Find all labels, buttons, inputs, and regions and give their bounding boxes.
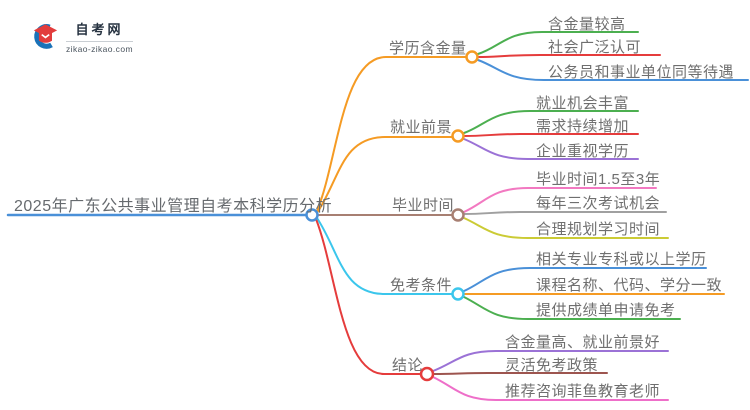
site-logo[interactable]: 自考网 zikao-zikao.com [31,19,133,54]
branch-line [316,217,453,295]
child-line [477,59,749,81]
child-label: 含金量高、就业前景好 [505,334,661,351]
child-line [463,267,707,292]
branch-node-circle [465,50,479,64]
child-line [477,54,661,58]
branch-label: 免考条件 [390,277,453,294]
child-label: 企业重视学历 [536,143,630,160]
child-line [463,296,681,320]
branch-line [315,218,422,375]
child-label: 社会广泛认可 [548,39,642,56]
branch-line [316,56,467,212]
child-label: 需求持续增加 [536,118,630,135]
site-name: 自考网 [75,22,124,37]
child-line [463,138,639,160]
branch-node-circle [451,129,465,143]
child-label: 相关专业专科或以上学历 [536,251,707,268]
child-label: 推荐咨询菲鱼教育老师 [505,383,661,400]
child-line [463,110,639,134]
child-label: 公务员和事业单位同等待遇 [548,64,735,81]
child-label: 每年三次考试机会 [536,195,661,212]
branch-line [316,136,453,214]
zikao-logo-icon [33,24,58,49]
child-label: 合理规划学习时间 [536,221,661,238]
child-label: 含金量较高 [548,16,626,33]
child-label: 灵活免考政策 [505,357,599,374]
child-line [432,350,669,372]
child-line [463,211,667,215]
child-line [477,31,639,55]
branch-label: 学历含金量 [389,40,467,57]
site-url: zikao-zikao.com [66,44,133,54]
child-label: 毕业时间1.5至3年 [536,171,661,188]
central-topic-label: 2025年广东公共事业管理自考本科学历分析 [14,198,333,215]
child-line [433,372,608,375]
child-line [463,217,669,239]
child-line [432,376,669,401]
child-label: 就业机会丰富 [536,95,630,112]
branch-node-circle [451,287,465,301]
child-label: 提供成绩单申请免考 [536,302,676,319]
root-node-circle [305,208,319,222]
branch-node-circle [451,208,465,222]
child-line [463,133,639,137]
logo-divider [66,41,133,42]
child-line [463,187,657,213]
branch-label: 结论 [392,357,424,374]
branch-label: 就业前景 [390,119,453,136]
logo-text-block: 自考网 zikao-zikao.com [66,19,133,54]
branch-node-circle [419,366,435,382]
branch-label: 毕业时间 [392,197,455,214]
child-label: 课程名称、代码、学分一致 [536,277,723,294]
